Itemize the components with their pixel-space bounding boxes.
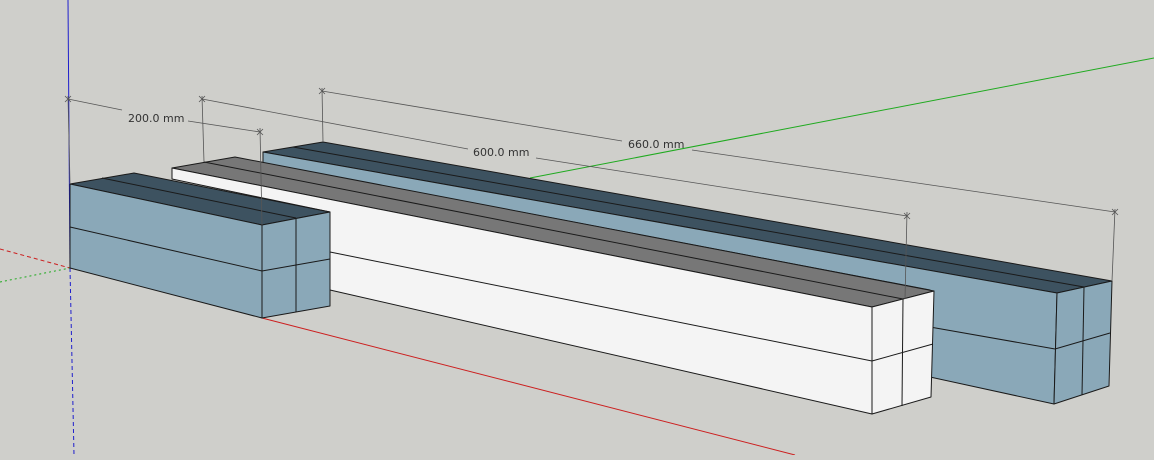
dimension-200-label: 200.0 mm [128,112,184,125]
blue-axis-negative [69,267,75,456]
dimension-600[interactable]: 600.0 mm [198,95,911,300]
dimension-600-label: 600.0 mm [473,146,529,159]
red-axis [261,317,796,456]
green-axis [529,57,1154,179]
green-axis-negative [0,267,71,283]
dimension-200[interactable]: 200.0 mm [64,95,264,226]
red-axis-negative [0,248,71,269]
dimension-660-label: 660.0 mm [628,138,684,151]
dimension-660[interactable]: 660.0 mm [318,87,1119,282]
bar-600-white[interactable] [171,156,935,415]
block-200-blue[interactable] [69,172,331,319]
